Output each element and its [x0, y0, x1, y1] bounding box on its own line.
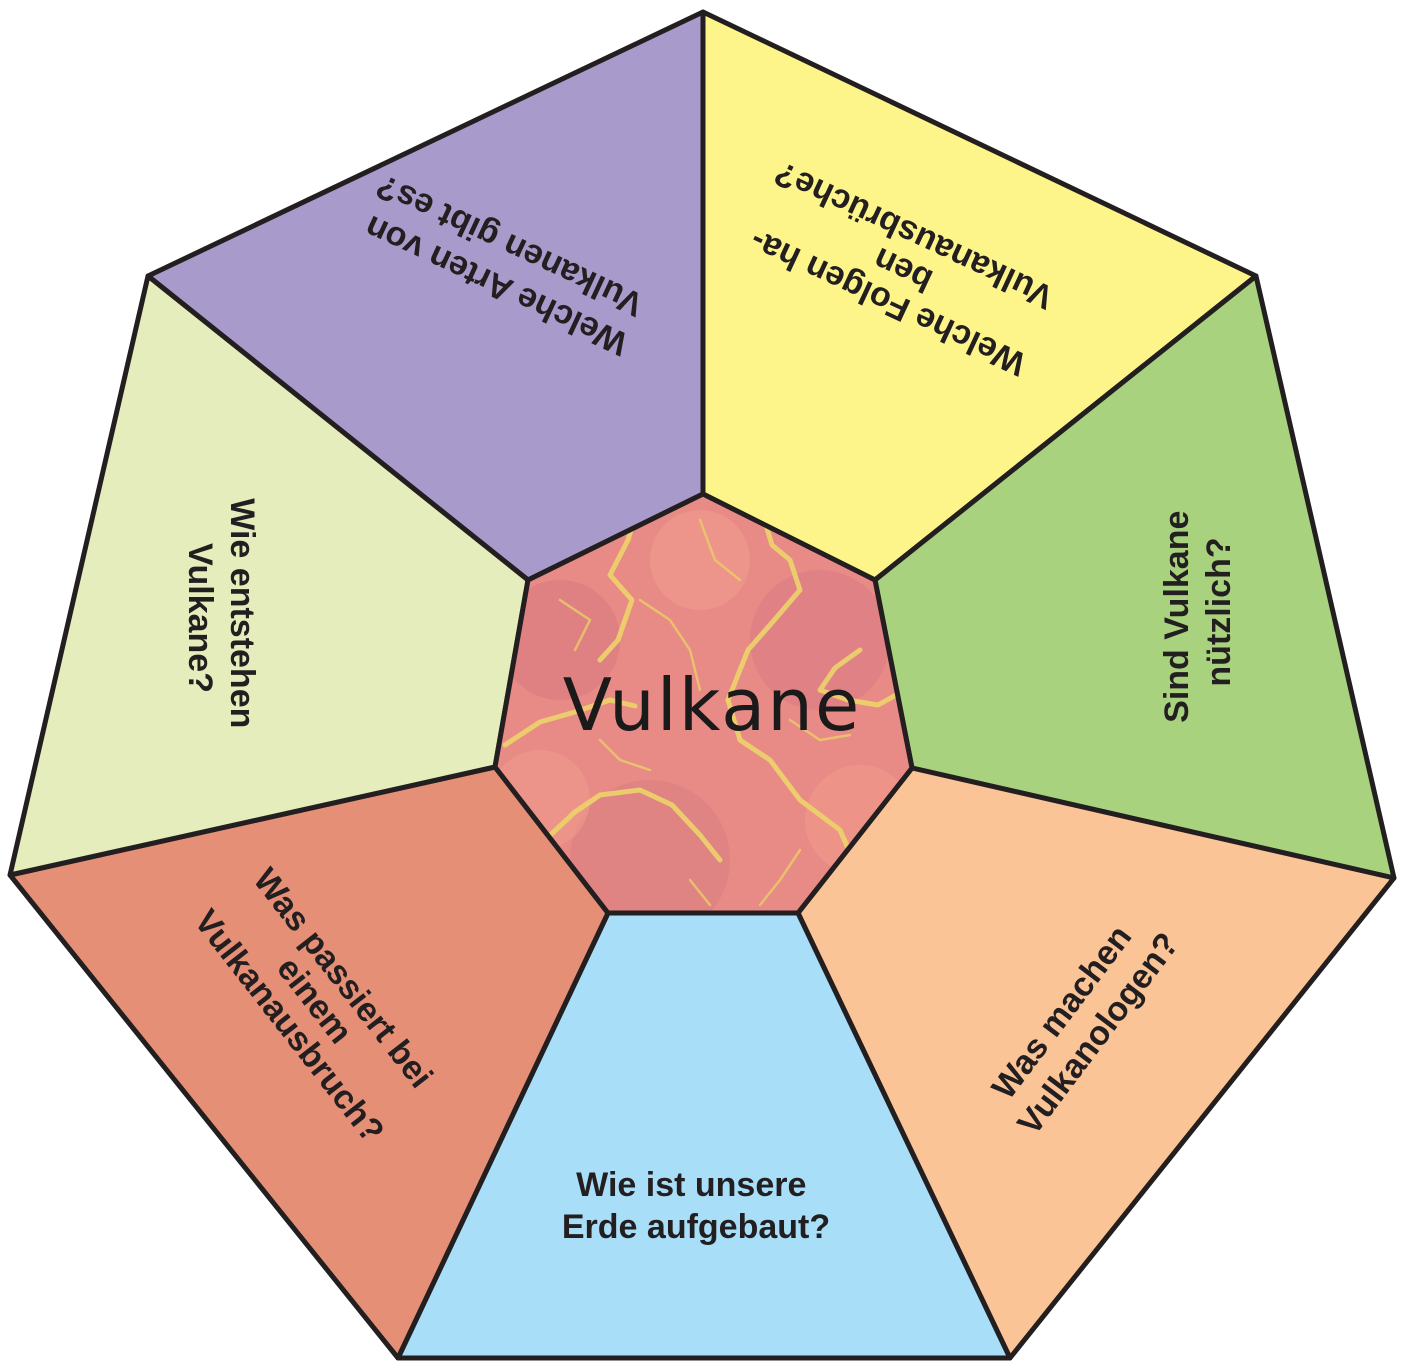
- label-left-line: Vulkane?: [181, 543, 219, 693]
- svg-text:Wie entstehen Vulkane?: Wie entstehen Vulkane?: [181, 498, 261, 738]
- label-right-line: nützlich?: [1200, 537, 1238, 686]
- label-bottom: Wie ist unsere Erde aufgebaut?: [562, 1166, 830, 1246]
- svg-text:Wie ist unsere Erde aufg: Wie ist unsere Erde aufgebaut?: [562, 1166, 830, 1246]
- label-left-line: Wie entstehen: [223, 498, 261, 728]
- label-bottom-line: Erde aufgebaut?: [562, 1208, 830, 1246]
- center-title: Vulkane: [563, 663, 861, 747]
- svg-text:Sind Vulkane nützlich?: Sind Vulkane nützlich?: [1158, 501, 1238, 723]
- label-right: Sind Vulkane nützlich?: [1158, 501, 1238, 723]
- label-bottom-line: Wie ist unsere: [576, 1166, 806, 1204]
- lava-texture-image: [492, 491, 915, 916]
- label-left: Wie entstehen Vulkane?: [181, 498, 261, 738]
- label-right-line: Sind Vulkane: [1158, 511, 1196, 723]
